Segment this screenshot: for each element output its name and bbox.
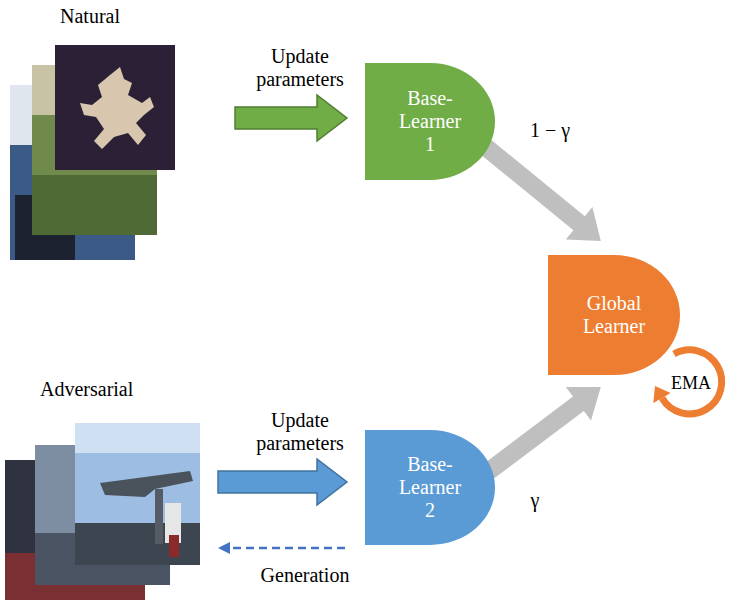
loop-label: EMA bbox=[671, 373, 711, 394]
edge-label: Update parameters bbox=[246, 45, 354, 91]
natural-image-stack: Natural bbox=[10, 45, 200, 260]
edge-label: 1 − γ bbox=[528, 119, 572, 142]
stack-heading: Natural bbox=[60, 5, 120, 28]
adversarial-image-stack: Adversarial bbox=[5, 423, 200, 600]
image-thumbnails bbox=[10, 45, 200, 260]
ema-loop bbox=[653, 350, 721, 414]
learner-label: Base- Learner 1 bbox=[394, 87, 466, 156]
base-learner-box: Base- Learner 1 bbox=[365, 63, 495, 180]
learner-label: Base- Learner 2 bbox=[394, 453, 466, 522]
block-arrow bbox=[480, 140, 601, 241]
block-arrow bbox=[235, 95, 347, 141]
stack-heading: Adversarial bbox=[40, 378, 133, 401]
base-learner-box: Base- Learner 2 bbox=[365, 430, 495, 545]
learner-label: Global Learner bbox=[578, 292, 650, 338]
edge-label: γ bbox=[529, 489, 542, 512]
block-arrow bbox=[483, 387, 601, 479]
global-learner-box: Global Learner bbox=[548, 255, 680, 375]
image-thumbnails bbox=[5, 423, 200, 600]
edge-label: Update parameters bbox=[246, 409, 354, 455]
dashed-arrow bbox=[218, 542, 345, 554]
block-arrow bbox=[218, 459, 347, 505]
edge-label: Generation bbox=[259, 564, 352, 587]
